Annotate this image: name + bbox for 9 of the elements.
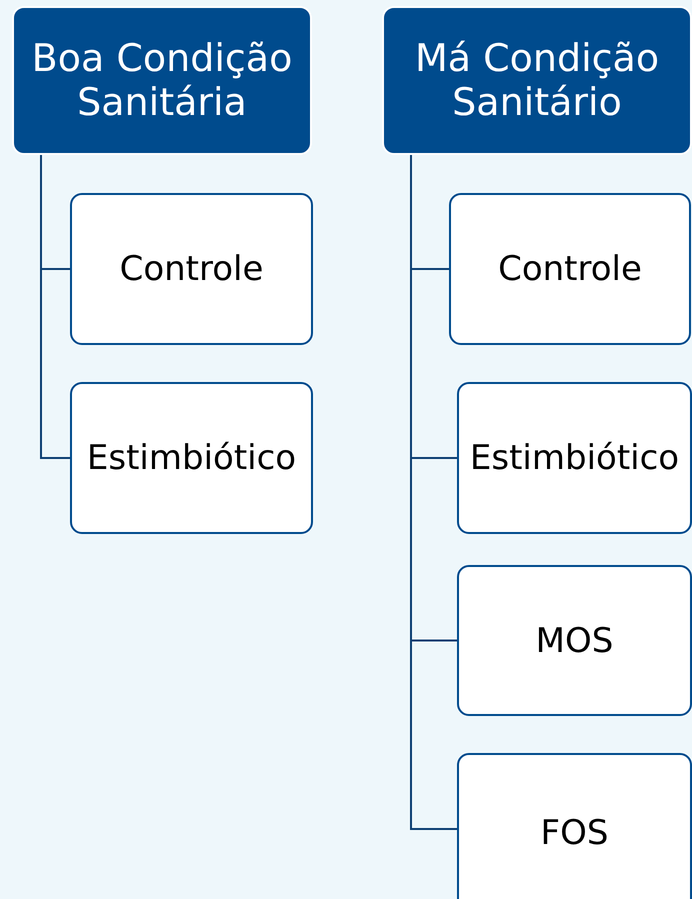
treatment-box: Controle	[70, 193, 313, 345]
treatment-box: MOS	[457, 565, 692, 716]
connector-line	[40, 155, 70, 459]
treatment-box: Controle	[449, 193, 691, 345]
group-header-box: Boa Condição Sanitária	[12, 6, 312, 155]
treatment-box: FOS	[457, 753, 692, 899]
treatment-box: Estimbiótico	[457, 382, 692, 534]
group-header-box: Má Condição Sanitário	[382, 6, 692, 155]
treatment-box: Estimbiótico	[70, 382, 313, 534]
